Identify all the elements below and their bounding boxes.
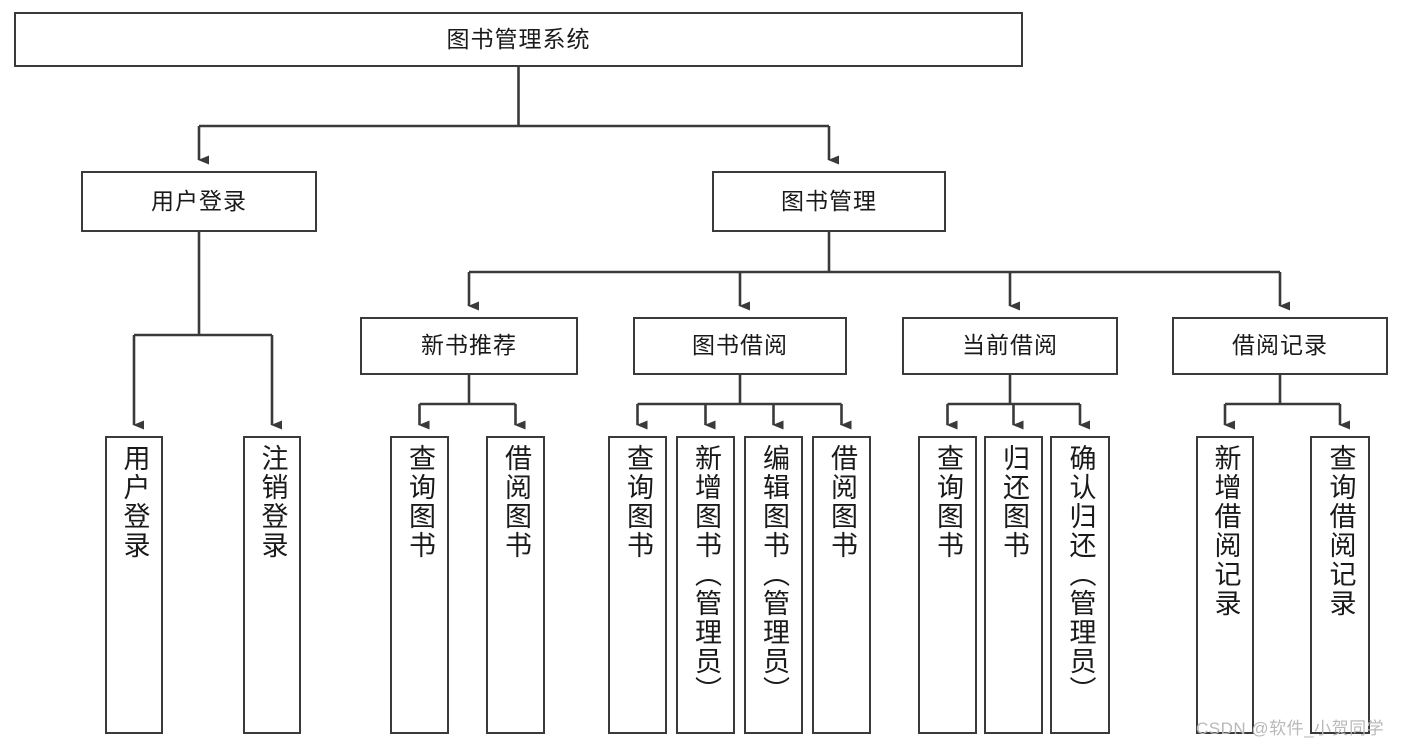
node-borrow-record[interactable]: 借阅记录 xyxy=(1172,317,1388,375)
node-leaf-query-book-current[interactable]: 查询图书 xyxy=(918,436,977,734)
node-leaf-borrow-book[interactable]: 借阅图书 xyxy=(812,436,871,734)
node-leaf-query-borrow-record[interactable]: 查询借阅记录 xyxy=(1310,436,1370,734)
node-leaf-query-book-recommend[interactable]: 查询图书 xyxy=(390,436,449,734)
node-book-management[interactable]: 图书管理 xyxy=(712,171,946,232)
node-leaf-logout-login[interactable]: 注销登录 xyxy=(243,436,301,734)
node-label-borrow-record: 借阅记录 xyxy=(1232,332,1328,359)
node-leaf-user-login[interactable]: 用户登录 xyxy=(105,436,163,734)
node-label-leaf-borrow-book: 借阅图书 xyxy=(827,444,857,560)
node-label-leaf-user-login: 用户登录 xyxy=(119,444,150,560)
connector-user-login-to-leaves xyxy=(132,232,282,430)
node-leaf-add-borrow-record[interactable]: 新增借阅记录 xyxy=(1196,436,1254,734)
node-label-book-management: 图书管理 xyxy=(781,187,877,214)
node-label-leaf-add-borrow-record: 新增借阅记录 xyxy=(1210,444,1241,618)
node-label-leaf-confirm-return-admin: 确认归还（管理员） xyxy=(1065,444,1096,705)
node-label-current-borrow: 当前借阅 xyxy=(962,332,1058,359)
connector-book-management-to-level2 xyxy=(467,232,1290,311)
node-leaf-edit-book-admin[interactable]: 编辑图书（管理员） xyxy=(744,436,803,734)
node-leaf-confirm-return-admin[interactable]: 确认归还（管理员） xyxy=(1050,436,1110,734)
node-label-leaf-add-book-admin: 新增图书（管理员） xyxy=(691,444,721,705)
node-label-leaf-edit-book-admin: 编辑图书（管理员） xyxy=(759,444,789,705)
connector-current-borrow-to-leaves xyxy=(946,375,1090,430)
node-leaf-add-book-admin[interactable]: 新增图书（管理员） xyxy=(676,436,735,734)
connector-root-to-level1 xyxy=(197,67,839,165)
node-label-leaf-borrow-book-recommend: 借阅图书 xyxy=(501,444,531,560)
node-leaf-return-book[interactable]: 归还图书 xyxy=(984,436,1043,734)
node-label-leaf-query-borrow-record: 查询借阅记录 xyxy=(1325,444,1356,618)
node-label-leaf-logout-login: 注销登录 xyxy=(257,444,288,560)
node-label-user-login: 用户登录 xyxy=(151,187,247,214)
node-new-book-recommend[interactable]: 新书推荐 xyxy=(360,317,578,375)
node-label-leaf-query-book-borrow: 查询图书 xyxy=(623,444,653,560)
node-label-leaf-query-book-current: 查询图书 xyxy=(933,444,963,560)
node-label-leaf-return-book: 归还图书 xyxy=(999,444,1029,560)
node-root[interactable]: 图书管理系统 xyxy=(14,12,1023,67)
connector-book-borrow-to-leaves xyxy=(636,375,852,430)
node-leaf-query-book-borrow[interactable]: 查询图书 xyxy=(608,436,667,734)
node-label-leaf-query-book-recommend: 查询图书 xyxy=(405,444,435,560)
node-label-new-book-recommend: 新书推荐 xyxy=(421,332,517,359)
node-label-root: 图书管理系统 xyxy=(446,25,591,52)
node-label-book-borrow: 图书借阅 xyxy=(692,332,788,359)
node-current-borrow[interactable]: 当前借阅 xyxy=(902,317,1118,375)
connector-new-book-recommend-to-leaves xyxy=(418,375,526,430)
node-user-login[interactable]: 用户登录 xyxy=(81,171,317,232)
connector-borrow-record-to-leaves xyxy=(1223,375,1350,430)
edge-paths xyxy=(132,67,1350,430)
node-book-borrow[interactable]: 图书借阅 xyxy=(633,317,847,375)
node-leaf-borrow-book-recommend[interactable]: 借阅图书 xyxy=(486,436,545,734)
